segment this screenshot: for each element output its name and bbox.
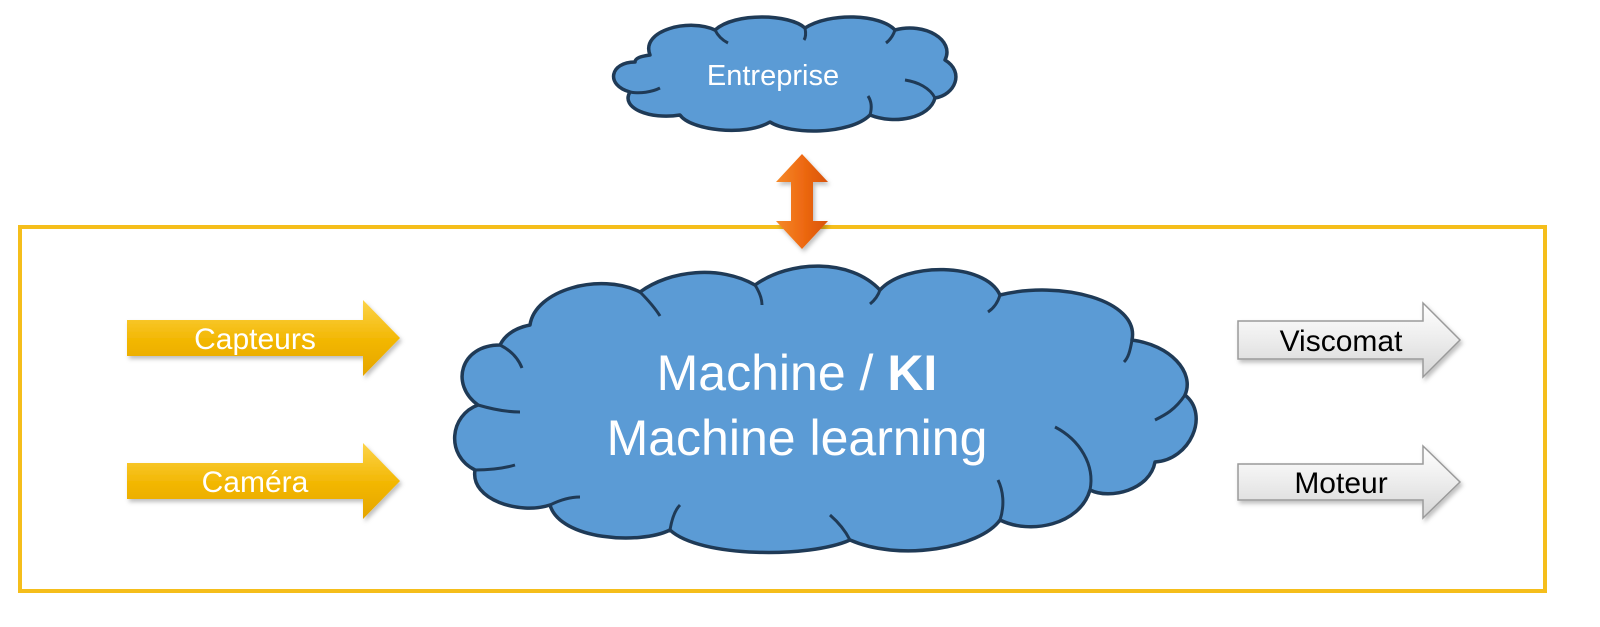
bidirectional-arrow[interactable]	[776, 154, 828, 249]
viscomat-label: Viscomat	[1280, 325, 1403, 358]
machine-ki-prefix: Machine /	[657, 345, 888, 401]
machine-ki-bold: KI	[887, 345, 937, 401]
camera-label: Caméra	[202, 466, 309, 499]
input-arrow-camera[interactable]: Caméra	[127, 443, 400, 519]
output-arrow-viscomat[interactable]: Viscomat	[1237, 301, 1462, 379]
entreprise-label: Entreprise	[707, 60, 839, 92]
machine-ki-cloud[interactable]: Machine / KI Machine learning	[452, 264, 1198, 555]
machine-learning-label: Machine learning	[607, 410, 988, 466]
capteurs-label: Capteurs	[194, 323, 316, 356]
machine-ki-cloud-shape	[452, 264, 1198, 555]
machine-ki-title: Machine / KI	[657, 345, 938, 401]
input-arrow-capteurs[interactable]: Capteurs	[127, 300, 400, 376]
entreprise-cloud[interactable]: Entreprise	[611, 15, 958, 133]
output-arrow-moteur[interactable]: Moteur	[1237, 444, 1462, 520]
moteur-label: Moteur	[1294, 467, 1387, 500]
